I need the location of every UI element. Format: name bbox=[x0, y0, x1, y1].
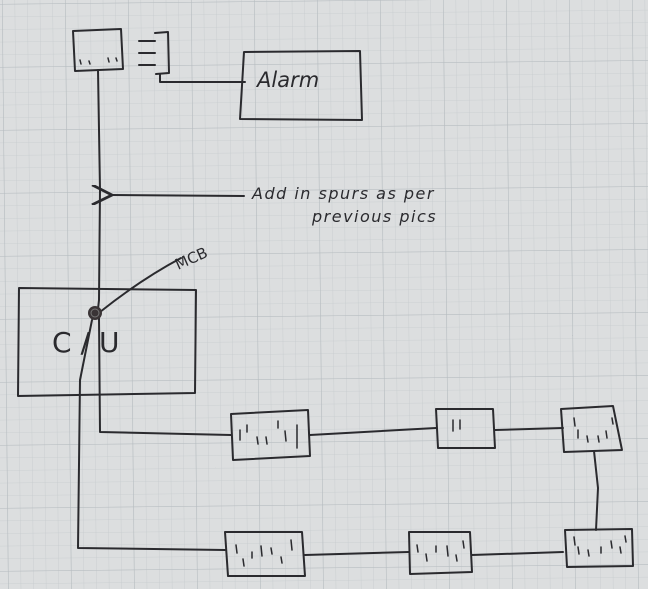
mcb-leader-line bbox=[99, 257, 182, 313]
spur-note-line-2: previous pics bbox=[311, 207, 437, 226]
alarm-label: Alarm bbox=[255, 68, 319, 92]
ring-wire-lower-2-3 bbox=[471, 551, 564, 556]
socket-upper-3 bbox=[560, 405, 623, 453]
ring-wire-lower-1-2 bbox=[304, 551, 410, 556]
socket-terminal-marks bbox=[79, 57, 627, 567]
spur-note-line-1: Add in spurs as per bbox=[251, 184, 435, 203]
socket-lower-1 bbox=[224, 531, 306, 577]
alarm-switch-symbol bbox=[138, 31, 170, 75]
alarm-spur-socket bbox=[72, 28, 124, 72]
ring-wire-upper-2-3 bbox=[494, 427, 564, 431]
consumer-unit-label: C/U bbox=[52, 326, 128, 359]
socket-upper-2 bbox=[435, 408, 496, 449]
mcb-junction-dot bbox=[88, 306, 102, 320]
ring-wire-upper-1-2 bbox=[309, 427, 437, 436]
ring-upper-leg bbox=[98, 317, 232, 436]
ring-lower-leg bbox=[77, 319, 226, 551]
spur-arrow bbox=[112, 195, 245, 196]
socket-lower-3 bbox=[564, 528, 634, 568]
consumer-unit-box bbox=[17, 287, 197, 397]
socket-lower-2 bbox=[408, 531, 473, 575]
alarm-box bbox=[239, 50, 363, 121]
ring-wire-right-return bbox=[593, 450, 599, 531]
alarm-feed-wire bbox=[159, 73, 246, 83]
socket-upper-1 bbox=[230, 409, 311, 461]
